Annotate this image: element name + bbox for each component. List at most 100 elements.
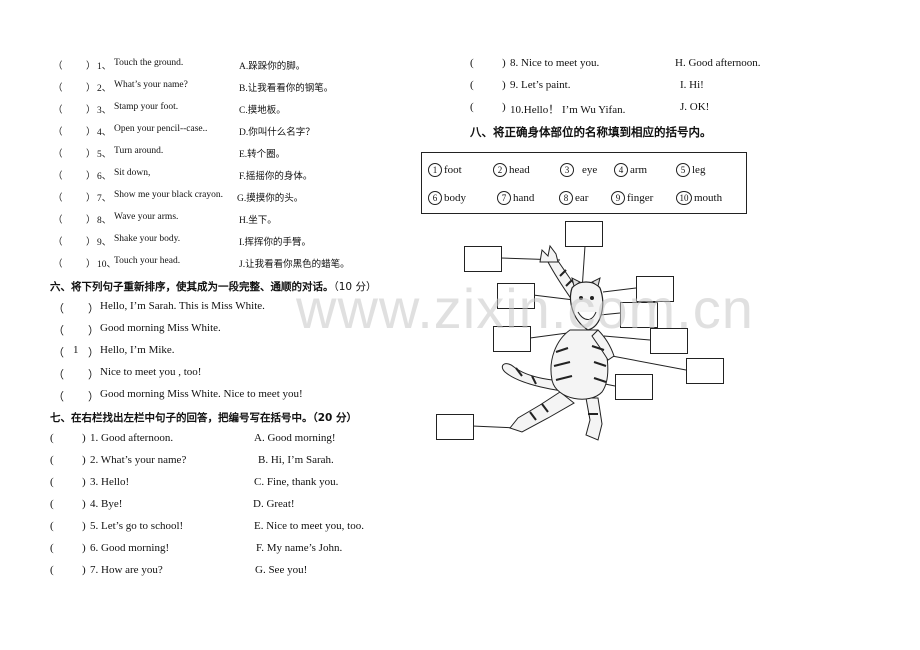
order-bracket-close: ） [88, 391, 99, 403]
label-box-head-left[interactable] [493, 326, 531, 352]
answer-bracket-open[interactable]: （ [53, 106, 63, 116]
qa-question: 7. How are you? [90, 564, 163, 576]
order-bracket-open[interactable]: （ [53, 391, 64, 403]
label-box-body[interactable] [615, 374, 653, 400]
qa-question: 10.Hello！ I’m Wu Yifan. [510, 104, 626, 116]
answer-bracket-open[interactable]: （ [53, 128, 63, 138]
qa-bracket-open[interactable]: ( [50, 542, 54, 554]
body-part-word: finger [627, 192, 654, 204]
answer-bracket-close: ） [86, 62, 96, 72]
qa-bracket-close: ) [82, 520, 86, 532]
chinese-meaning: I.挥挥你的手臂。 [239, 238, 312, 248]
label-box-finger[interactable] [686, 358, 724, 384]
qa-answer-option: F. My name’s John. [256, 542, 343, 554]
qa-bracket-open[interactable]: ( [50, 432, 54, 444]
qa-bracket-open[interactable]: ( [470, 57, 474, 69]
body-part-word: head [509, 164, 530, 176]
chinese-meaning: C.摸地板。 [239, 106, 286, 116]
label-box-hand[interactable] [464, 246, 502, 272]
english-instruction: Shake your body. [114, 234, 181, 244]
qa-bracket-open[interactable]: ( [470, 101, 474, 113]
order-bracket-open[interactable]: （ [53, 303, 64, 315]
section-7-title: 七、在右栏找出左栏中句子的回答，把编号写在括号中。（20 分） [50, 410, 357, 425]
label-box-ear[interactable] [636, 276, 674, 302]
qa-question: 3. Hello! [90, 476, 130, 488]
answer-bracket-close: ） [86, 194, 96, 204]
chinese-meaning: E.转个圈。 [239, 150, 286, 160]
qa-bracket-close: ) [82, 564, 86, 576]
qa-bracket-close: ) [502, 101, 506, 113]
qa-bracket-open[interactable]: ( [50, 520, 54, 532]
answer-bracket-close: ） [86, 238, 96, 248]
item-number: 7、 [97, 194, 112, 204]
item-number: 8、 [97, 216, 112, 226]
label-box-mouth[interactable] [650, 328, 688, 354]
answer-bracket-open[interactable]: （ [53, 260, 63, 270]
answer-bracket-open[interactable]: （ [53, 62, 63, 72]
section-7-score: （20 分） [312, 412, 358, 424]
qa-bracket-open[interactable]: ( [470, 79, 474, 91]
order-bracket-close: ） [88, 325, 99, 337]
chinese-meaning: D.你叫什么名字？ [239, 128, 315, 138]
answer-bracket-open[interactable]: （ [53, 84, 63, 94]
qa-bracket-open[interactable]: ( [50, 564, 54, 576]
item-number: 6、 [97, 172, 112, 182]
qa-bracket-close: ) [502, 79, 506, 91]
answer-bracket-open[interactable]: （ [53, 150, 63, 160]
body-part-word: body [444, 192, 466, 204]
qa-bracket-open[interactable]: ( [50, 498, 54, 510]
qa-answer-option: E. Nice to meet you, too. [254, 520, 364, 532]
number-circle: 3 [560, 163, 574, 177]
qa-answer-option: I. Hi! [680, 79, 704, 91]
answer-bracket-open[interactable]: （ [53, 194, 63, 204]
item-number: 4、 [97, 128, 112, 138]
qa-bracket-close: ) [82, 454, 86, 466]
qa-question: 2. What’s your name? [90, 454, 187, 466]
qa-bracket-open[interactable]: ( [50, 476, 54, 488]
qa-bracket-close: ) [82, 432, 86, 444]
qa-bracket-close: ) [502, 57, 506, 69]
qa-answer-option: H. Good afternoon. [675, 57, 761, 69]
number-circle: 9 [611, 191, 625, 205]
body-part-word: leg [692, 164, 706, 176]
section-6-title-text: 六、将下列句子重新排序，使其成为一段完整、通顺的对话。 [50, 281, 334, 293]
answer-bracket-open[interactable]: （ [53, 216, 63, 226]
word-bank-item: 3 eye [560, 163, 597, 177]
order-bracket-close: ） [88, 369, 99, 381]
answer-bracket-close: ） [86, 128, 96, 138]
answer-bracket-open[interactable]: （ [53, 172, 63, 182]
qa-answer-option: J. OK! [680, 101, 710, 113]
order-bracket-open[interactable]: （ [53, 347, 64, 359]
body-part-word: hand [513, 192, 535, 204]
answer-bracket-close: ） [86, 260, 96, 270]
chinese-meaning: A.跺跺你的脚。 [239, 62, 306, 72]
number-circle: 1 [428, 163, 442, 177]
label-box-arm[interactable] [497, 283, 535, 309]
qa-bracket-open[interactable]: ( [50, 454, 54, 466]
body-part-word: eye [582, 164, 598, 176]
qa-answer-option: G. See you! [255, 564, 308, 576]
answer-bracket-open[interactable]: （ [53, 238, 63, 248]
order-bracket-close: ） [88, 347, 99, 359]
number-circle: 7 [497, 191, 511, 205]
english-instruction: What’s your name? [114, 80, 188, 90]
dialogue-sentence: Good morning Miss White. [100, 322, 221, 334]
label-box-eye[interactable] [620, 302, 658, 328]
label-box-top[interactable] [565, 221, 603, 247]
body-part-word: mouth [694, 192, 723, 204]
label-box-foot[interactable] [436, 414, 474, 440]
order-bracket-open[interactable]: （ [53, 325, 64, 337]
number-circle: 4 [614, 163, 628, 177]
english-instruction: Touch the ground. [114, 58, 184, 68]
dialogue-sentence: Hello, I’m Sarah. This is Miss White. [100, 300, 265, 312]
qa-question: 8. Nice to meet you. [510, 57, 600, 69]
qa-question: 1. Good afternoon. [90, 432, 174, 444]
body-part-word: arm [630, 164, 648, 176]
qa-answer-option: D. Great! [253, 498, 295, 510]
order-bracket-open[interactable]: （ [53, 369, 64, 381]
qa-bracket-close: ) [82, 498, 86, 510]
